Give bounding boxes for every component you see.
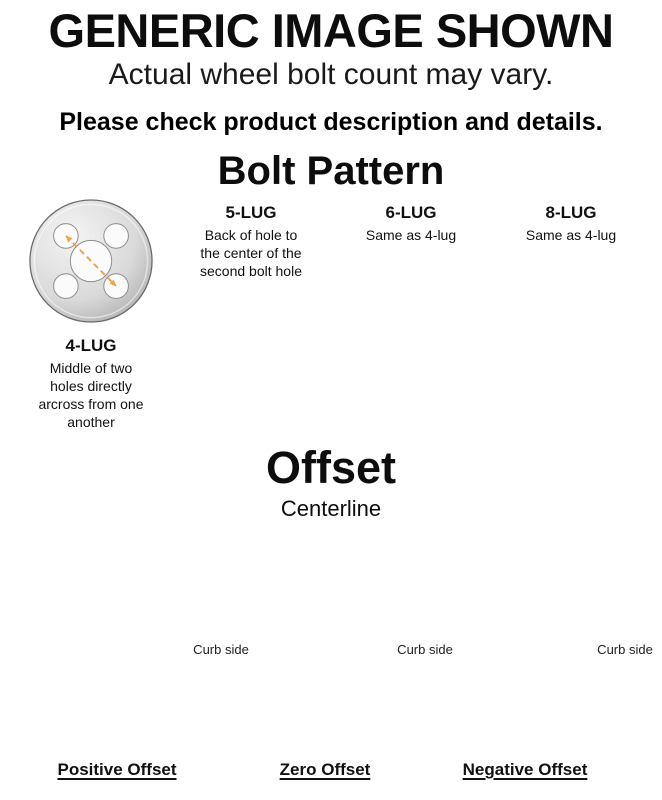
page-title: GENERIC IMAGE SHOWN: [48, 4, 614, 57]
bolt-pattern-8lug-description: Same as 4-lug: [525, 227, 617, 244]
wheel-cross-section-negative: [453, 549, 598, 764]
curb-side-label-3: Curb side: [597, 641, 653, 657]
bolt-pattern-5lug-description: Back of hole to the center of the second…: [200, 227, 302, 280]
bolt-pattern-4lug-label: 4-LUG: [65, 336, 117, 356]
bolt-pattern-4lug-description: Middle of two holes directly arcross fro…: [38, 360, 144, 431]
wheel-cross-section-positive: [45, 549, 190, 764]
bolt-pattern-4lug: 4-LUG Middle of two holes directly arcro…: [16, 197, 166, 432]
bolt-pattern-5lug: 5-LUG Back of hole to the center of the …: [176, 197, 326, 432]
curb-side-label-2: Curb side: [397, 641, 453, 657]
offset-heading: Offset: [265, 441, 396, 493]
wheel-cross-section-zero: [253, 549, 398, 764]
zero-offset-label: Zero Offset: [279, 759, 371, 779]
negative-offset-label: Negative Offset: [462, 759, 588, 779]
curb-side-label-1: Curb side: [193, 641, 249, 657]
bolt-pattern-6lug-label: 6-LUG: [385, 203, 437, 223]
bolt-pattern-4lug-diagram: [27, 197, 155, 330]
bolt-pattern-5lug-label: 5-LUG: [225, 203, 277, 223]
centerline-label: Centerline: [270, 495, 392, 522]
bolt-pattern-8lug-label: 8-LUG: [545, 203, 597, 223]
bolt-pattern-6lug-description: Same as 4-lug: [365, 227, 457, 244]
positive-offset-label: Positive Offset: [57, 759, 177, 779]
subtitle: Actual wheel bolt count may vary.: [108, 58, 554, 92]
note-text: Please check product description and det…: [59, 108, 603, 137]
bolt-pattern-heading: Bolt Pattern: [217, 149, 445, 194]
bolt-pattern-6lug: 6-LUG Same as 4-lug: [336, 197, 486, 432]
offset-diagram: Centerline Curb side Curb side Curb side…: [0, 494, 662, 794]
bolt-pattern-8lug: 8-LUG Same as 4-lug: [496, 197, 646, 432]
bolt-pattern-row: 4-LUG Middle of two holes directly arcro…: [0, 197, 662, 432]
